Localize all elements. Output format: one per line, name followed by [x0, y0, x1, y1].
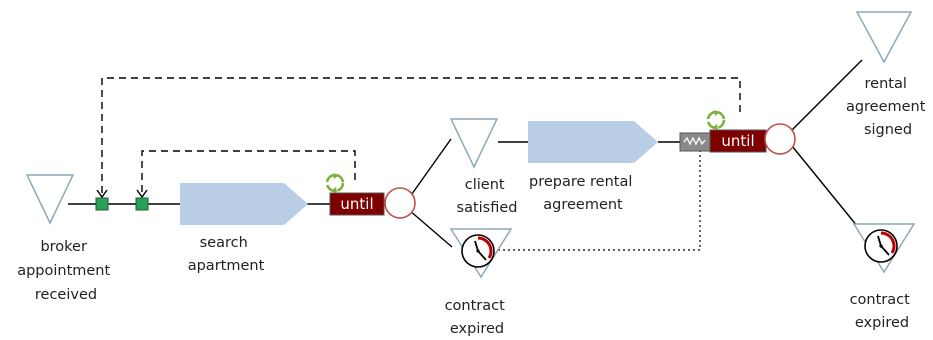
activity-label: search apartment	[188, 235, 265, 274]
event-label: rental agreement signed	[846, 76, 930, 138]
activity-prepare-rental-agreement[interactable]: prepare rental agreement	[528, 121, 658, 213]
loop-arrowheads	[96, 189, 148, 199]
event-broker-appointment-received[interactable]: broker appointment received	[17, 174, 115, 303]
arrowhead	[96, 189, 108, 199]
timeout-dotted-line	[496, 150, 701, 251]
flow-line	[791, 59, 863, 131]
event-rental-agreement-signed[interactable]: rental agreement signed	[846, 11, 930, 138]
event-label: contract expired	[445, 298, 510, 337]
event-label: contract expired	[850, 292, 915, 331]
until-box	[329, 192, 385, 216]
until-label: until	[340, 195, 373, 213]
activity-shape	[528, 121, 658, 163]
activity-label: prepare rental agreement	[529, 174, 637, 213]
flow-line	[408, 138, 452, 199]
flow-line	[408, 209, 453, 248]
repeat-icon	[706, 110, 726, 130]
activity-search-apartment[interactable]: search apartment	[180, 183, 308, 274]
event-contract-expired-timer-1[interactable]: contract expired	[445, 228, 513, 337]
event-triangle	[855, 11, 913, 64]
loop-entry-point[interactable]	[95, 197, 109, 211]
clock-icon	[864, 229, 898, 263]
event-triangle	[449, 118, 499, 169]
repeat-icon	[325, 173, 345, 193]
until-loop-1[interactable]: until	[325, 173, 416, 219]
arrowhead	[136, 189, 148, 199]
event-client-satisfied[interactable]: client satisfied	[449, 118, 518, 216]
until-loop-2[interactable]: until	[679, 110, 796, 155]
activity-shape	[180, 183, 308, 225]
loop-entry-point[interactable]	[135, 197, 149, 211]
event-triangle	[25, 174, 75, 225]
event-contract-expired-timer-2[interactable]: contract expired	[850, 223, 916, 331]
flow-line	[791, 145, 863, 233]
loop-end-circle	[384, 187, 416, 219]
event-label: broker appointment received	[17, 239, 115, 303]
until-label: until	[721, 132, 754, 150]
loop-back-line-outer	[101, 77, 741, 196]
wave-icon	[683, 136, 706, 146]
loop-end-circle	[764, 123, 796, 155]
loop-back-line-inner	[141, 150, 356, 196]
clock-icon	[461, 234, 495, 268]
event-label: client satisfied	[457, 177, 518, 216]
loop-back-lines	[101, 77, 741, 196]
